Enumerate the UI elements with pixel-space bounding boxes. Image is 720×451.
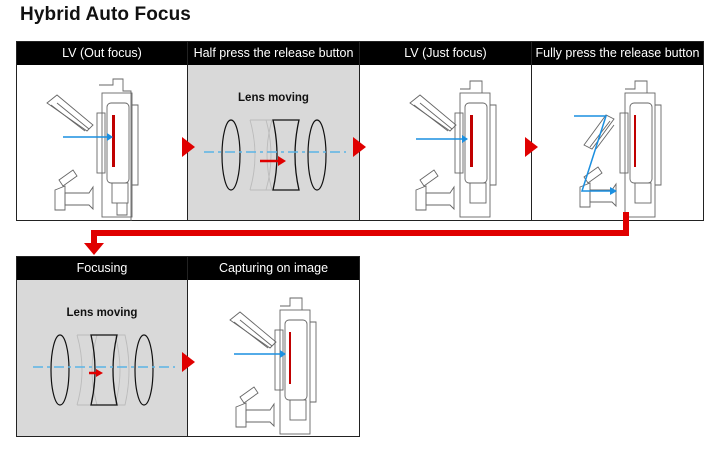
camera-cross-section-icon	[17, 65, 187, 221]
camera-cross-section-icon	[360, 65, 531, 220]
lens-caption: Lens moving	[238, 92, 309, 104]
step-header: Fully press the release button	[532, 42, 703, 65]
step-header: LV (Just focus)	[360, 42, 531, 65]
camera-cross-section-icon	[188, 280, 359, 436]
lens-group-icon: Lens moving	[17, 280, 187, 436]
arrow-down-icon	[84, 243, 104, 255]
step-panel-capturing: Capturing on image	[187, 256, 360, 437]
step-panel-focusing: Focusing Lens moving	[16, 256, 188, 437]
lens-group-icon: Lens moving	[188, 65, 359, 220]
step-panel-lv-out-focus: LV (Out focus)	[16, 41, 188, 221]
step-panel-lv-just-focus: LV (Just focus)	[359, 41, 532, 221]
step-panel-fully-press: Fully press the release button	[531, 41, 704, 221]
step-header: Focusing	[17, 257, 187, 280]
step-header: LV (Out focus)	[17, 42, 187, 65]
step-panel-half-press: Half press the release button Lens movin…	[187, 41, 360, 221]
step-header: Half press the release button	[188, 42, 359, 65]
step-header: Capturing on image	[188, 257, 359, 280]
page-title: Hybrid Auto Focus	[20, 4, 191, 25]
lens-caption: Lens moving	[66, 307, 138, 319]
camera-mirror-down-icon	[532, 65, 703, 220]
